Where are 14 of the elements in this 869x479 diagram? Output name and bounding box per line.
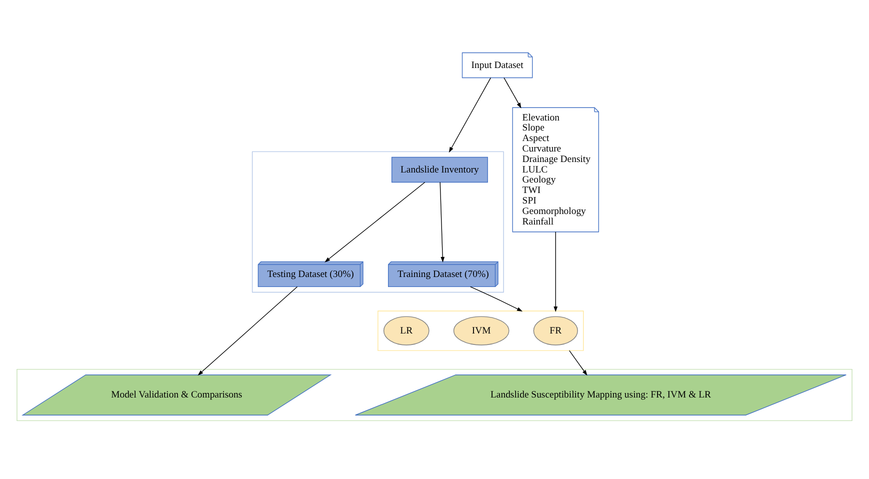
cluster [378, 310, 584, 351]
node-box: Landslide Inventory [391, 156, 488, 183]
arrow [324, 182, 426, 262]
node-ellipse: IVM [453, 316, 510, 346]
node-ellipse: FR [533, 316, 578, 346]
arrow [470, 286, 523, 312]
arrow [198, 286, 298, 376]
arrow [554, 232, 558, 312]
arrow [440, 182, 445, 263]
arrow [448, 77, 492, 153]
node-ellipse: LR [383, 316, 430, 346]
cluster [252, 151, 504, 293]
arrow [504, 77, 522, 108]
arrow [568, 350, 588, 376]
